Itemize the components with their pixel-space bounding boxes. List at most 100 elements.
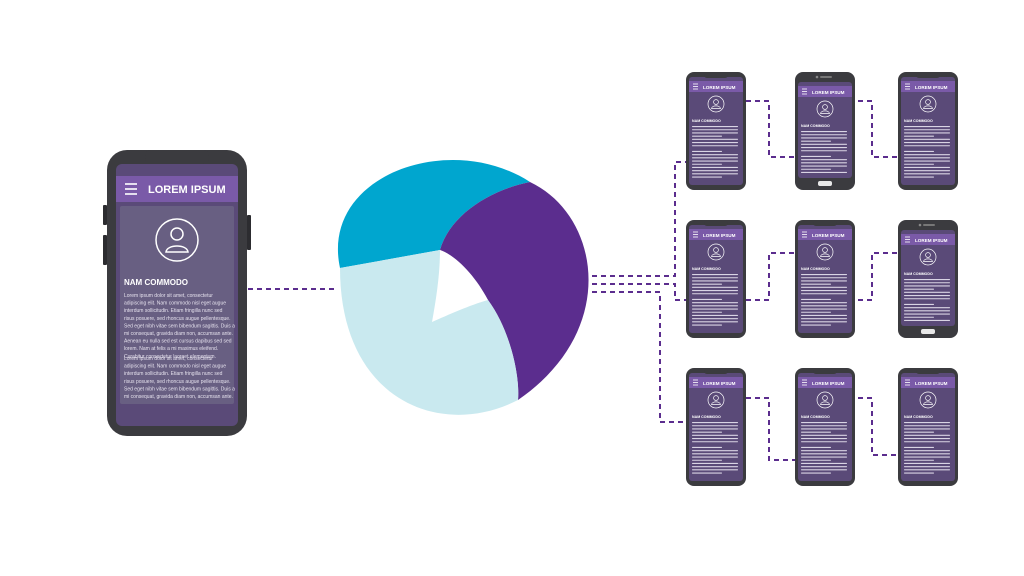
main-phone-side-button: [103, 205, 107, 225]
main-phone-title: LOREM IPSUM: [148, 184, 226, 196]
menu-icon[interactable]: [125, 183, 137, 195]
paragraph-line: Sed eget nibh vitae sem bibendum sagitti…: [124, 386, 235, 392]
small-phone-title: LOREM IPSUM: [812, 233, 845, 238]
connector-lines: [248, 100, 898, 461]
small-phone-header-bar: [901, 81, 955, 92]
paragraph-line: Aenean eu nulla sed est cursus dapibus s…: [124, 339, 232, 345]
placeholder-text-lines: [801, 131, 847, 173]
menu-icon[interactable]: [693, 231, 698, 238]
main-phone-heading: NAM COMMODO: [124, 278, 188, 287]
avatar-icon: [816, 391, 834, 409]
small-phone-heading: NAM COMMODO: [801, 124, 830, 128]
menu-icon[interactable]: [693, 379, 698, 386]
small-phone-title: LOREM IPSUM: [915, 238, 948, 243]
paragraph-line: interdum sollicitudin. Etiam fringilla n…: [124, 371, 223, 377]
paragraph-line: adipiscing elit. Nam commodo nisl eget a…: [124, 364, 226, 370]
avatar-icon: [155, 218, 199, 262]
dashed-connector: [746, 100, 795, 158]
dashed-connector: [849, 252, 898, 301]
hub-center-triangle: [432, 250, 488, 322]
small-phone-heading: NAM COMMODO: [904, 415, 933, 419]
avatar-icon: [707, 391, 725, 409]
small-phone: LOREM IPSUM NAM COMMODO: [898, 220, 958, 338]
small-phone-heading: NAM COMMODO: [904, 272, 933, 276]
menu-icon[interactable]: [905, 379, 910, 386]
hub-segment-purple: [440, 182, 589, 400]
small-phone-heading: NAM COMMODO: [904, 119, 933, 123]
small-phone-heading: NAM COMMODO: [692, 119, 721, 123]
small-phone-notch: [916, 368, 940, 374]
small-phone: LOREM IPSUM NAM COMMODO: [898, 368, 958, 486]
small-phone-notch: [704, 220, 728, 226]
speaker-grille: [923, 224, 935, 226]
menu-icon[interactable]: [693, 83, 698, 90]
small-phone-title: LOREM IPSUM: [703, 381, 736, 386]
placeholder-text-lines: [904, 279, 950, 321]
paragraph-line: interdum sollicitudin. Etiam fringilla n…: [124, 308, 223, 314]
small-phone-screen: [798, 82, 852, 178]
placeholder-text-lines: [904, 422, 950, 474]
camera-dot: [815, 75, 819, 79]
placeholder-text-lines: [692, 422, 738, 474]
placeholder-text-lines: [692, 126, 738, 178]
avatar-icon: [707, 95, 725, 113]
avatar-icon: [919, 391, 937, 409]
small-phone-heading: NAM COMMODO: [692, 267, 721, 271]
dashed-connector: [592, 161, 686, 277]
small-phone-screen: [901, 373, 955, 481]
main-phone-paragraph-1: Lorem ipsum dolor sit amet, consectetur a…: [124, 293, 235, 360]
small-phone-title: LOREM IPSUM: [703, 233, 736, 238]
dashed-connector: [592, 291, 686, 423]
small-phone-screen: [689, 373, 743, 481]
device-grid: LOREM IPSUM NAM COMMODO LOREM IPSUM NAM COM…: [686, 72, 958, 486]
small-phone-screen: [689, 77, 743, 185]
avatar-icon: [816, 100, 834, 118]
paragraph-line: Lorem ipsum dolor sit amet, consectetur: [124, 293, 213, 299]
small-phone-header-bar: [798, 229, 852, 240]
small-phone-notch: [813, 368, 837, 374]
small-phone-header-bar: [901, 377, 955, 388]
small-phone-notch: [704, 368, 728, 374]
small-phone-heading: NAM COMMODO: [801, 415, 830, 419]
speaker-grille: [820, 76, 832, 78]
small-phone-screen: [798, 373, 852, 481]
placeholder-text-lines: [692, 274, 738, 326]
placeholder-text-lines: [801, 422, 847, 474]
main-phone-content-card: [120, 206, 234, 404]
small-phone-title: LOREM IPSUM: [703, 85, 736, 90]
dashed-connector: [849, 397, 898, 456]
dashed-connector: [592, 283, 686, 301]
paragraph-line: mi consequat, gravida diam non, accumsan…: [124, 394, 233, 400]
small-phone-header-bar: [689, 81, 743, 92]
small-phone-header-bar: [798, 86, 852, 97]
avatar-icon: [919, 248, 937, 266]
menu-icon[interactable]: [802, 88, 807, 95]
small-phone-heading: NAM COMMODO: [692, 415, 721, 419]
small-phone-notch: [916, 72, 940, 78]
menu-icon[interactable]: [905, 83, 910, 90]
avatar-icon: [919, 95, 937, 113]
paragraph-line: adipiscing elit. Nam commodo nisl eget a…: [124, 301, 226, 307]
avatar-icon: [816, 243, 834, 261]
menu-icon[interactable]: [802, 231, 807, 238]
small-phone-title: LOREM IPSUM: [915, 381, 948, 386]
paragraph-line: risus posuere, sed rhoncus augue pellent…: [124, 379, 230, 385]
small-phone: LOREM IPSUM NAM COMMODO: [795, 368, 855, 486]
small-phone-title: LOREM IPSUM: [812, 90, 845, 95]
small-phone-screen: [689, 225, 743, 333]
camera-dot: [918, 223, 922, 227]
home-button: [921, 329, 935, 334]
main-phone-notch: [145, 150, 209, 164]
small-phone-header-bar: [901, 234, 955, 245]
main-phone-paragraph-2: Lorem ipsum dolor sit amet, consectetura…: [124, 356, 235, 400]
small-phone-notch: [704, 72, 728, 78]
menu-icon[interactable]: [802, 379, 807, 386]
small-phone: LOREM IPSUM NAM COMMODO: [686, 368, 746, 486]
hub-circle-logo: [337, 160, 589, 415]
hub-segment-cyan: [337, 160, 530, 268]
menu-icon[interactable]: [905, 236, 910, 243]
main-phone-side-button: [247, 215, 251, 250]
small-phone-title: LOREM IPSUM: [812, 381, 845, 386]
small-phone-heading: NAM COMMODO: [801, 267, 830, 271]
